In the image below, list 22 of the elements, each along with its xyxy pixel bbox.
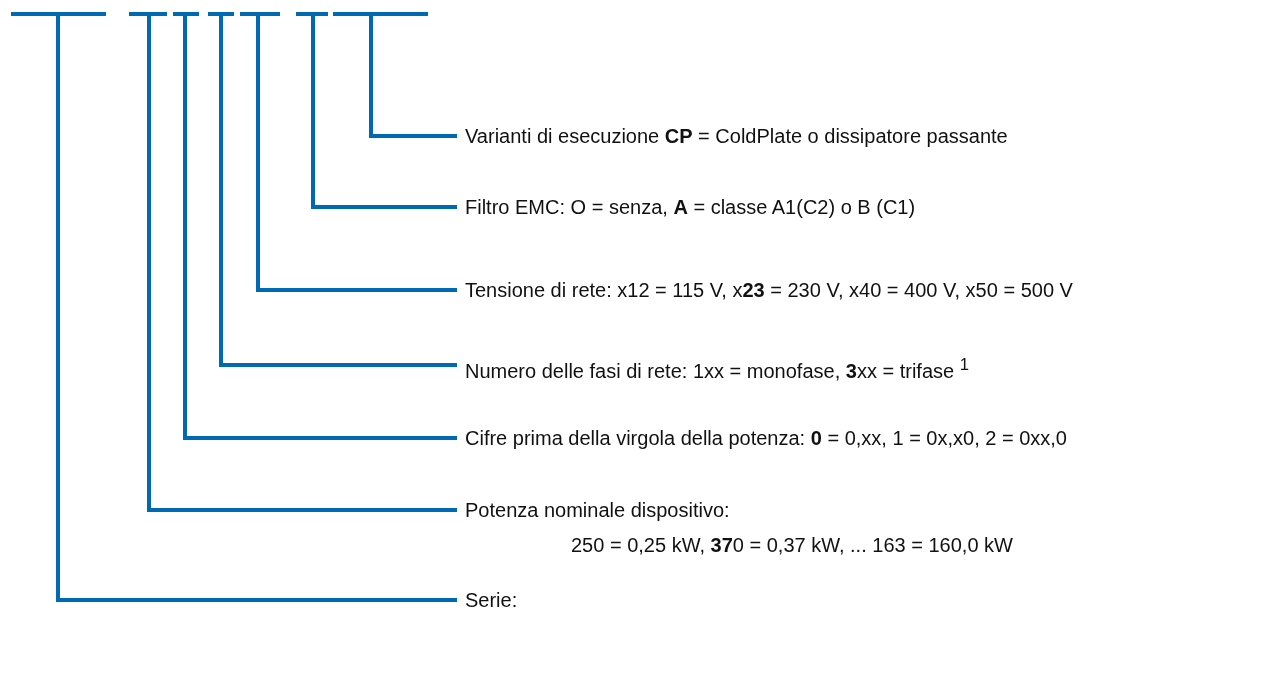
code-position-bar (129, 12, 167, 16)
leader-line (56, 16, 457, 602)
code-position-bar (11, 12, 106, 16)
leader-line (219, 16, 457, 367)
code-position-bar (208, 12, 234, 16)
description-text: Filtro EMC: O = senza, A = classe A1(C2) o B (C1) (465, 195, 916, 219)
code-position-bar (296, 12, 328, 16)
code-position-bar (333, 12, 428, 16)
description-text: Tensione di rete: x12 = 115 V, x23 = 230 V, x40 = 400 V, x50 = 500 V (465, 278, 1073, 302)
leader-line (147, 16, 457, 512)
description-text: Cifre prima della virgola della potenza: 0 = 0,xx, 1 = 0x,x0, 2 = 0xx,0 (465, 426, 1067, 450)
description-text: Numero delle fasi di rete: 1xx = monofase, 3xx = trifase $^{1}$ (465, 353, 969, 383)
description-text: Varianti di esecuzione CP = ColdPlate o dissipatore passante (465, 124, 1008, 148)
description-heading: Potenza nominale dispositivo: (465, 498, 730, 522)
description-text: 250 = 0,25 kW, 370 = 0,37 kW, ... 163 = 160,0 kW (571, 533, 1013, 557)
code-position-bar (173, 12, 199, 16)
leader-line (183, 16, 457, 440)
code-position-bar (240, 12, 280, 16)
leader-line (256, 16, 457, 292)
description-text: Serie: (465, 588, 518, 612)
leader-line (311, 16, 457, 209)
leader-line (369, 16, 457, 138)
